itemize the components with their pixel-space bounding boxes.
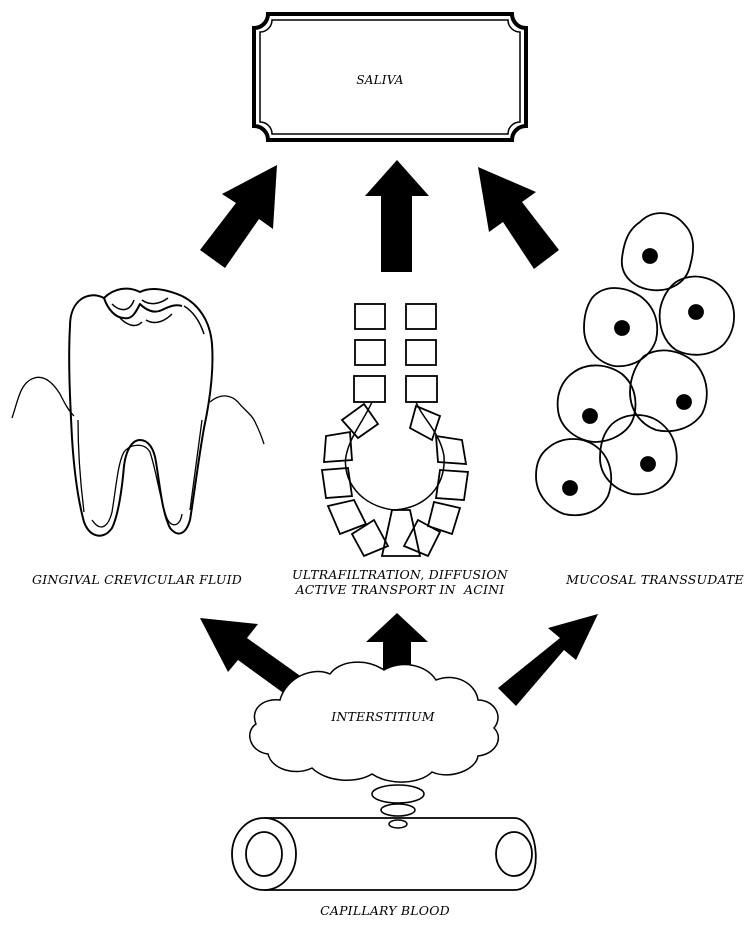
gingival-crevicular-fluid-label: GINGIVAL CREVICULAR FLUID [2,572,272,587]
capillary-blood-label: CAPILLARY BLOOD [310,903,460,918]
mucosal-cells-icon [536,213,734,515]
arrow-icon [478,167,559,269]
tooth-icon [12,289,264,536]
arrows-to-saliva [200,160,559,272]
arrow-icon [200,165,277,268]
acini-transport-label: ULTRAFILTRATION, DIFFUSION ACTIVE TRANSP… [280,567,520,597]
acinus-icon [322,304,468,556]
arrow-icon [365,160,429,272]
cloud-icon [250,662,499,828]
arrow-icon [498,614,598,706]
saliva-label: SALIVA [300,73,460,88]
interstitium-label: INTERSTITIUM [318,709,448,724]
capillary-tube-icon [232,818,536,890]
acini-label-line-1: ULTRAFILTRATION, DIFFUSION [280,567,520,582]
mucosal-transsudate-label: MUCOSAL TRANSSUDATE [565,572,745,587]
acini-label-line-2: ACTIVE TRANSPORT IN ACINI [280,582,520,597]
